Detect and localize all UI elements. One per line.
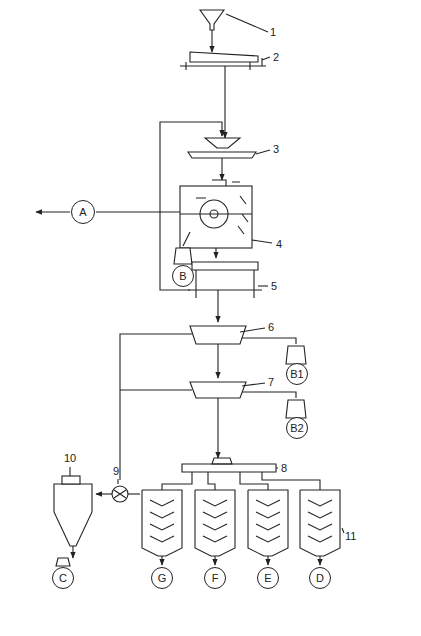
callout-number: 10 <box>64 453 76 464</box>
silo-baffle <box>203 512 227 518</box>
silo-outline <box>195 490 235 556</box>
callout-number: 2 <box>273 52 279 63</box>
silo-outline <box>142 490 182 556</box>
product-circle: B <box>172 265 194 287</box>
callout-number: 5 <box>271 281 277 292</box>
product-letter: E <box>264 573 271 584</box>
product-circle: E <box>257 567 279 589</box>
callout-number: 1 <box>270 27 276 38</box>
product-letter: F <box>212 573 219 584</box>
product-circle: G <box>151 567 173 589</box>
silo-baffle <box>203 500 227 506</box>
silo-baffle <box>203 536 227 542</box>
product-letter: B <box>179 271 186 282</box>
product-letter: G <box>158 573 167 584</box>
silo-baffle <box>203 524 227 530</box>
flow-arrow <box>214 556 215 565</box>
silo-baffle <box>308 524 332 530</box>
product-letter: D <box>316 573 324 584</box>
flow-arrow <box>319 556 320 565</box>
product-letter: A <box>79 207 86 218</box>
product-circle: A <box>71 200 95 224</box>
callout-number: 3 <box>273 144 279 155</box>
flow-arrow <box>267 556 268 565</box>
callout-number: 7 <box>268 377 274 388</box>
product-circle: D <box>309 567 331 589</box>
product-circle: B2 <box>286 417 308 439</box>
silo-baffle <box>308 500 332 506</box>
silo-baffle <box>150 536 174 542</box>
flow-arrow <box>161 556 162 565</box>
callout-number: 6 <box>268 322 274 333</box>
silo-baffle <box>256 536 280 542</box>
callout-number: 4 <box>276 239 282 250</box>
product-letter: C <box>59 573 67 584</box>
silo-baffle <box>256 512 280 518</box>
product-circle: B1 <box>286 363 308 385</box>
callout-number: 11 <box>345 531 356 542</box>
silo-baffle <box>256 524 280 530</box>
callout-number: 9 <box>113 466 119 477</box>
silo-outline <box>300 490 340 556</box>
silo-baffle <box>150 512 174 518</box>
product-letter: B2 <box>290 423 303 434</box>
silo-baffle <box>256 500 280 506</box>
silo-outline <box>248 490 288 556</box>
silo-baffle <box>308 536 332 542</box>
silo-baffle <box>308 512 332 518</box>
silo-baffle <box>150 524 174 530</box>
silo-baffle <box>150 500 174 506</box>
callout-number: 8 <box>281 463 287 474</box>
product-letter: B1 <box>290 369 303 380</box>
product-circle: F <box>204 567 226 589</box>
product-circle: C <box>52 567 74 589</box>
